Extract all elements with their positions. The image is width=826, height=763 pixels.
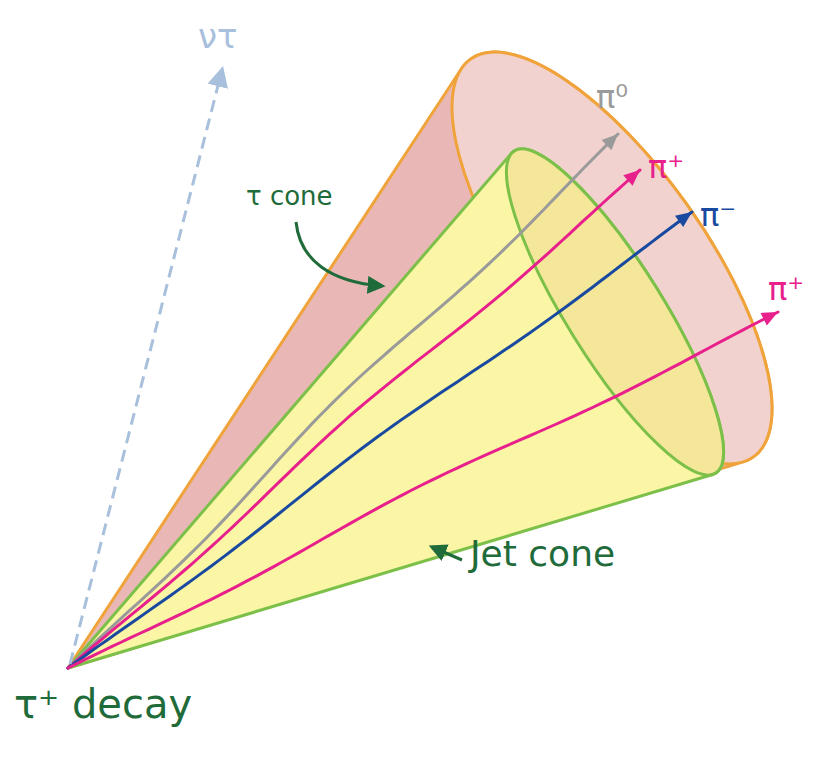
neutrino-track [70, 70, 222, 664]
tau-cone-pointer [296, 222, 382, 286]
jet-cone [68, 52, 772, 668]
tau-cone-label: τ cone [246, 182, 333, 211]
track-arrowhead [675, 212, 692, 227]
pion-label: π⁺ [768, 272, 804, 307]
pion-label: π⁺ [648, 150, 684, 185]
jet-cone-label: Jet cone [470, 534, 615, 574]
track-arrowhead [761, 312, 778, 325]
pion-track [68, 312, 778, 668]
jet-cone-pointer [432, 547, 462, 560]
pion-label: π⁰ [596, 80, 628, 115]
pion-track [68, 170, 640, 668]
pion-track [68, 134, 618, 668]
pion-label: π⁻ [700, 198, 736, 233]
tau-decay-label: τ⁺ decay [14, 682, 192, 726]
track-arrowhead [623, 170, 640, 186]
track-arrowhead [602, 134, 618, 150]
pion-track [68, 212, 692, 668]
neutrino-label: ντ [198, 18, 237, 55]
